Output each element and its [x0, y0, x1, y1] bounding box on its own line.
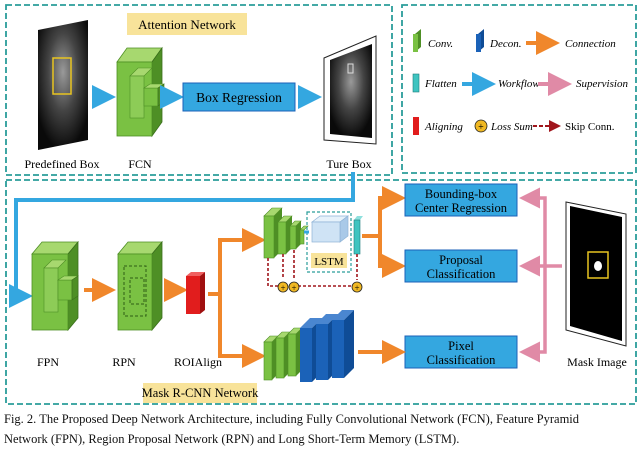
fcn-block — [116, 46, 165, 138]
proposal-classification-line1: Proposal — [439, 253, 483, 267]
legend-workflow: Workflow — [498, 78, 540, 90]
lstm-label-box — [311, 253, 347, 268]
lstm-cube — [310, 215, 350, 243]
rpn-label: RPN — [112, 355, 136, 369]
supervision-arrow-bbox — [519, 187, 547, 266]
legend-flatten-icon — [412, 73, 420, 93]
legend-aligning-icon — [413, 117, 419, 135]
pixel-classification-line2: Classification — [427, 353, 496, 367]
pixel-classification-line1: Pixel — [448, 339, 474, 353]
true-box-image — [323, 35, 377, 145]
lstm-label: LSTM — [314, 256, 344, 268]
mask-rcnn-frame — [5, 179, 637, 405]
roialign-label: ROIAlign — [174, 355, 222, 369]
legend-deconv: Decon. — [489, 38, 521, 50]
predefined-box-label: Predefined Box — [25, 157, 100, 171]
legend-loss-sum-icon — [474, 119, 488, 133]
caption-line-2: Network (FPN), Region Proposal Network (… — [4, 432, 460, 446]
loss-sum-2-icon — [288, 281, 300, 293]
legend-supervision: Supervision — [576, 78, 628, 90]
fpn-label: FPN — [37, 355, 59, 369]
flatten-block — [353, 216, 363, 255]
connection-arrow-roi-lower — [218, 294, 266, 368]
attention-title-box — [127, 13, 247, 35]
lstm-frame — [306, 211, 352, 273]
mask-image — [565, 201, 627, 347]
connection-arrow-roi-upper — [208, 228, 266, 296]
caption-line-1: Fig. 2. The Proposed Deep Network Archit… — [4, 412, 580, 426]
legend-conv: Conv. — [428, 38, 453, 50]
proposal-classification-line2: Classification — [427, 267, 496, 281]
mask-rcnn-title-box — [143, 383, 257, 403]
box-regression-label: Box Regression — [196, 90, 282, 105]
predefined-box-image — [38, 20, 88, 150]
roialign-block — [186, 272, 205, 314]
legend-loss-sum: Loss Sum — [490, 121, 533, 133]
mask-rcnn-title: Mask R-CNN Network — [142, 386, 259, 400]
bbox-regression-line2: Center Regression — [415, 201, 508, 215]
proposal-classification-box — [404, 249, 518, 283]
loss-sum-3-glyph: + — [354, 283, 359, 293]
fpn-block — [31, 240, 79, 332]
bbox-regression-box — [404, 183, 518, 217]
bbox-regression-line1: Bounding-box — [425, 187, 498, 201]
legend-flatten: Flatten — [424, 78, 457, 90]
connection-arrow-to-bbox — [362, 186, 406, 238]
loss-sum-3-icon — [351, 281, 363, 293]
attention-network-frame — [5, 4, 393, 176]
lower-conv-deconv-stack — [263, 310, 354, 382]
legend-connection: Connection — [565, 38, 616, 50]
loss-sum-2-glyph: + — [291, 283, 296, 293]
loss-sum-1-glyph: + — [280, 283, 285, 293]
legend-frame — [401, 4, 637, 174]
mask-image-label: Mask Image — [567, 355, 627, 369]
figure-caption: Fig. 2. The Proposed Deep Network Archit… — [4, 409, 640, 449]
legend-skip-conn: Skip Conn. — [565, 121, 615, 133]
supervision-arrow-pixel — [519, 266, 547, 363]
true-box-label: Ture Box — [326, 157, 371, 171]
legend-aligning: Aligning — [424, 121, 463, 133]
connection-arrow-to-proposal — [378, 236, 406, 278]
skip-connections — [267, 250, 358, 287]
attention-title: Attention Network — [138, 17, 236, 32]
upper-conv-stack — [263, 207, 309, 259]
fcn-label: FCN — [128, 157, 152, 171]
workflow-connector-to-fpn — [9, 172, 355, 308]
box-regression-box — [182, 82, 296, 112]
rpn-block — [117, 240, 163, 332]
loss-sum-1-icon — [277, 281, 289, 293]
legend: Conv. Decon. Connection Flatten Workflow… — [412, 29, 628, 135]
legend-plus-glyph: + — [478, 122, 484, 133]
